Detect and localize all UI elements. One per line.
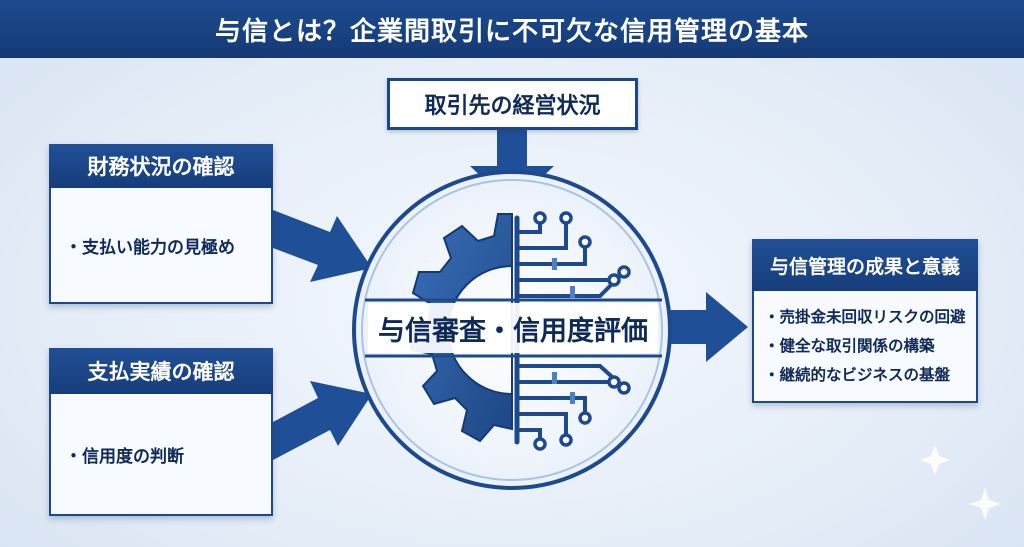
arrow-outcome [664, 292, 748, 362]
payment-panel-body: ・信用度の判断 [49, 394, 273, 516]
page-title: 与信とは？企業間取引に不可欠な信用管理の基本 [214, 16, 809, 47]
financial-panel-title: 財務状況の確認 [87, 155, 235, 179]
payment-panel-header: 支払実績の確認 [49, 348, 273, 394]
sparkle-icon [920, 445, 1001, 520]
payment-item: ・信用度の判断 [65, 446, 184, 467]
outcome-panel-title: 与信管理の成果と意義 [769, 255, 960, 278]
payment-panel-title: 支払実績の確認 [87, 360, 235, 384]
center-label: 与信審査・信用度評価 [368, 303, 658, 353]
financial-item: ・支払い能力の見極め [65, 237, 235, 258]
arrow-payment [273, 381, 372, 460]
arrow-financial [273, 210, 372, 282]
circuit-icon [514, 215, 622, 445]
center-label-text: 与信審査・信用度評価 [378, 315, 648, 347]
top-input-label: 取引先の経営状況 [424, 94, 601, 119]
financial-panel-body: ・支払い能力の見極め [49, 188, 273, 304]
outcome-item-risk: ・売掛金未回収リスクの回避 [764, 307, 966, 326]
outcome-item-foundation: ・継続的なビジネスの基盤 [764, 365, 951, 384]
circuit-bits [552, 258, 575, 404]
circuit-nodes [533, 211, 631, 451]
payment-panel: 支払実績の確認 ・信用度の判断 [49, 348, 273, 516]
outcome-panel-header: 与信管理の成果と意義 [752, 239, 978, 291]
outcome-panel: 与信管理の成果と意義 ・売掛金未回収リスクの回避 ・健全な取引関係の構築 ・継続… [752, 239, 978, 403]
outcome-panel-body: ・売掛金未回収リスクの回避 ・健全な取引関係の構築 ・継続的なビジネスの基盤 [752, 291, 978, 403]
top-input-box: 取引先の経営状況 [387, 78, 638, 130]
outcome-item-relationship: ・健全な取引関係の構築 [764, 336, 935, 355]
financial-panel-header: 財務状況の確認 [49, 144, 273, 188]
title-bar: 与信とは？企業間取引に不可欠な信用管理の基本 [0, 0, 1024, 58]
financial-panel: 財務状況の確認 ・支払い能力の見極め [49, 144, 273, 304]
